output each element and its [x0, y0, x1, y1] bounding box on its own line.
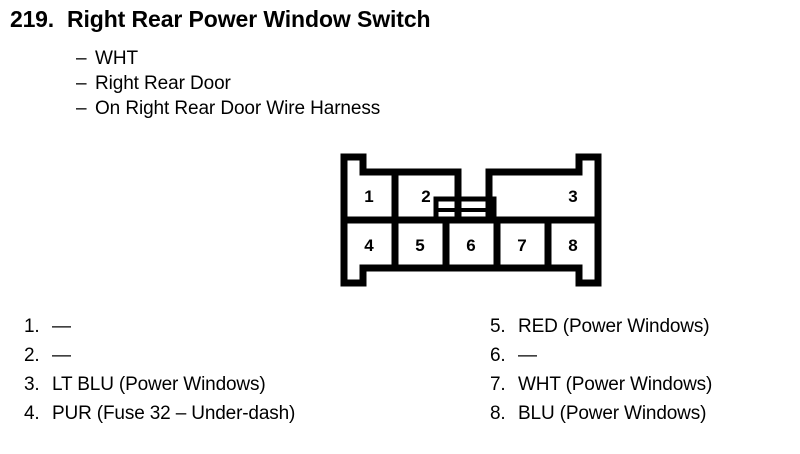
entry-number: 219.	[10, 6, 54, 32]
pin-number-8: 8	[568, 236, 577, 255]
pin-description: BLU (Power Windows)	[518, 403, 707, 424]
pin-index: 2.	[24, 345, 40, 366]
pin-number-7: 7	[517, 236, 526, 255]
list-item: 6. —	[490, 341, 712, 370]
pin-legend: 1. — 2. — 3. LT BLU (Power Windows) 4. P…	[0, 312, 800, 442]
pin-description: RED (Power Windows)	[518, 316, 710, 337]
list-item: 3. LT BLU (Power Windows)	[24, 370, 295, 399]
list-item: 8. BLU (Power Windows)	[490, 399, 712, 428]
pin-number-3: 3	[568, 187, 577, 206]
dash-bullet: –	[76, 73, 87, 94]
pin-description: —	[52, 345, 71, 366]
pin-description: WHT (Power Windows)	[518, 374, 713, 395]
list-item: – On Right Rear Door Wire Harness	[76, 96, 380, 121]
list-item: – Right Rear Door	[76, 71, 380, 96]
pin-index: 3.	[24, 374, 40, 395]
pin-number-5: 5	[415, 236, 424, 255]
dash-bullet: –	[76, 98, 87, 119]
dash-bullet: –	[76, 48, 87, 69]
entry-title: Right Rear Power Window Switch	[66, 6, 431, 32]
list-item: 1. —	[24, 312, 295, 341]
pin-index: 4.	[24, 403, 40, 424]
list-item: 2. —	[24, 341, 295, 370]
connector-shell-outline	[340, 153, 602, 287]
list-item: – WHT	[76, 46, 380, 71]
list-item: 4. PUR (Fuse 32 – Under-dash)	[24, 399, 295, 428]
location-label: Right Rear Door	[95, 73, 231, 94]
connector-svg: 1 2 3 4 5 6 7 8	[340, 153, 602, 287]
pin-description: —	[52, 316, 71, 337]
pin-description: PUR (Fuse 32 – Under-dash)	[52, 403, 296, 424]
pin-index: 7.	[490, 374, 506, 395]
latch-tab-icon	[433, 196, 497, 223]
pin-index: 1.	[24, 316, 40, 337]
connector-diagram: 1 2 3 4 5 6 7 8	[337, 150, 605, 290]
harness-label: On Right Rear Door Wire Harness	[95, 98, 381, 119]
pin-number-6: 6	[466, 236, 475, 255]
pin-index: 6.	[490, 345, 506, 366]
wire-color-label: WHT	[95, 48, 138, 69]
pin-legend-column-left: 1. — 2. — 3. LT BLU (Power Windows) 4. P…	[24, 312, 295, 428]
list-item: 5. RED (Power Windows)	[490, 312, 712, 341]
pin-description: —	[518, 345, 537, 366]
list-item: 7. WHT (Power Windows)	[490, 370, 712, 399]
pin-legend-column-right: 5. RED (Power Windows) 6. — 7. WHT (Powe…	[490, 312, 712, 428]
pin-index: 5.	[490, 316, 506, 337]
pin-number-4: 4	[364, 236, 374, 255]
pin-number-1: 1	[364, 187, 373, 206]
pin-description: LT BLU (Power Windows)	[52, 374, 266, 395]
pin-number-2: 2	[421, 187, 430, 206]
page-title: 219. Right Rear Power Window Switch	[10, 6, 431, 33]
entry-attribute-list: – WHT – Right Rear Door – On Right Rear …	[76, 46, 380, 121]
pin-index: 8.	[490, 403, 506, 424]
